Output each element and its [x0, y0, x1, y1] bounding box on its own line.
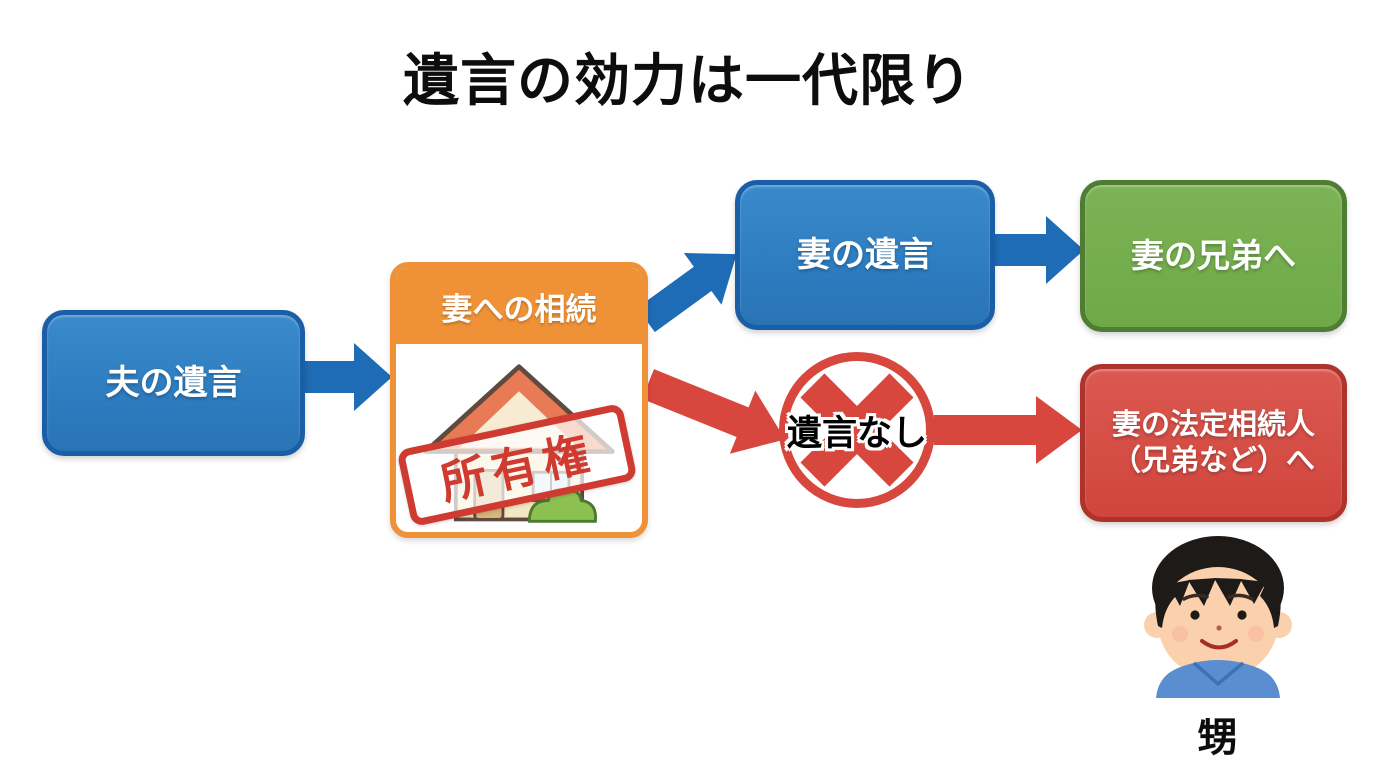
node-wife-will: 妻の遺言: [735, 180, 995, 330]
arrow-husband-to-inheritance: [292, 343, 392, 411]
wife-siblings-label: 妻の兄弟へ: [1131, 237, 1296, 275]
node-husband-will: 夫の遺言: [42, 310, 305, 456]
inheritance-header: 妻への相続: [396, 268, 642, 344]
no-will-label: 遺言なし: [787, 413, 928, 453]
node-legal-heirs: 妻の法定相続人 （兄弟など）へ: [1080, 364, 1347, 522]
husband-will-label: 夫の遺言: [105, 363, 242, 402]
page-title: 遺言の効力は一代限り: [403, 49, 973, 112]
x-mark-icon: [800, 373, 914, 487]
node-inheritance-to-wife: 妻への相続 所有権: [390, 262, 648, 538]
node-no-will: 遺言なし: [779, 352, 935, 508]
nephew-avatar-icon: [1143, 536, 1292, 698]
arrow-inheritance-to-no-will: [642, 369, 786, 454]
legal-heirs-label: 妻の法定相続人 （兄弟など）へ: [1112, 407, 1315, 480]
wife-will-label: 妻の遺言: [797, 235, 933, 274]
nephew-label: 甥: [1197, 716, 1238, 760]
legal-heirs-line2: （兄弟など）へ: [1111, 445, 1315, 477]
arrow-wife-will-to-siblings: [984, 216, 1084, 284]
legal-heirs-line1: 妻の法定相続人: [1111, 408, 1315, 441]
inheritance-body: 所有権: [396, 344, 642, 532]
node-wife-siblings: 妻の兄弟へ: [1080, 180, 1347, 332]
nephew-figure: 甥: [1130, 522, 1305, 763]
arrow-no-will-to-heirs: [934, 396, 1082, 464]
